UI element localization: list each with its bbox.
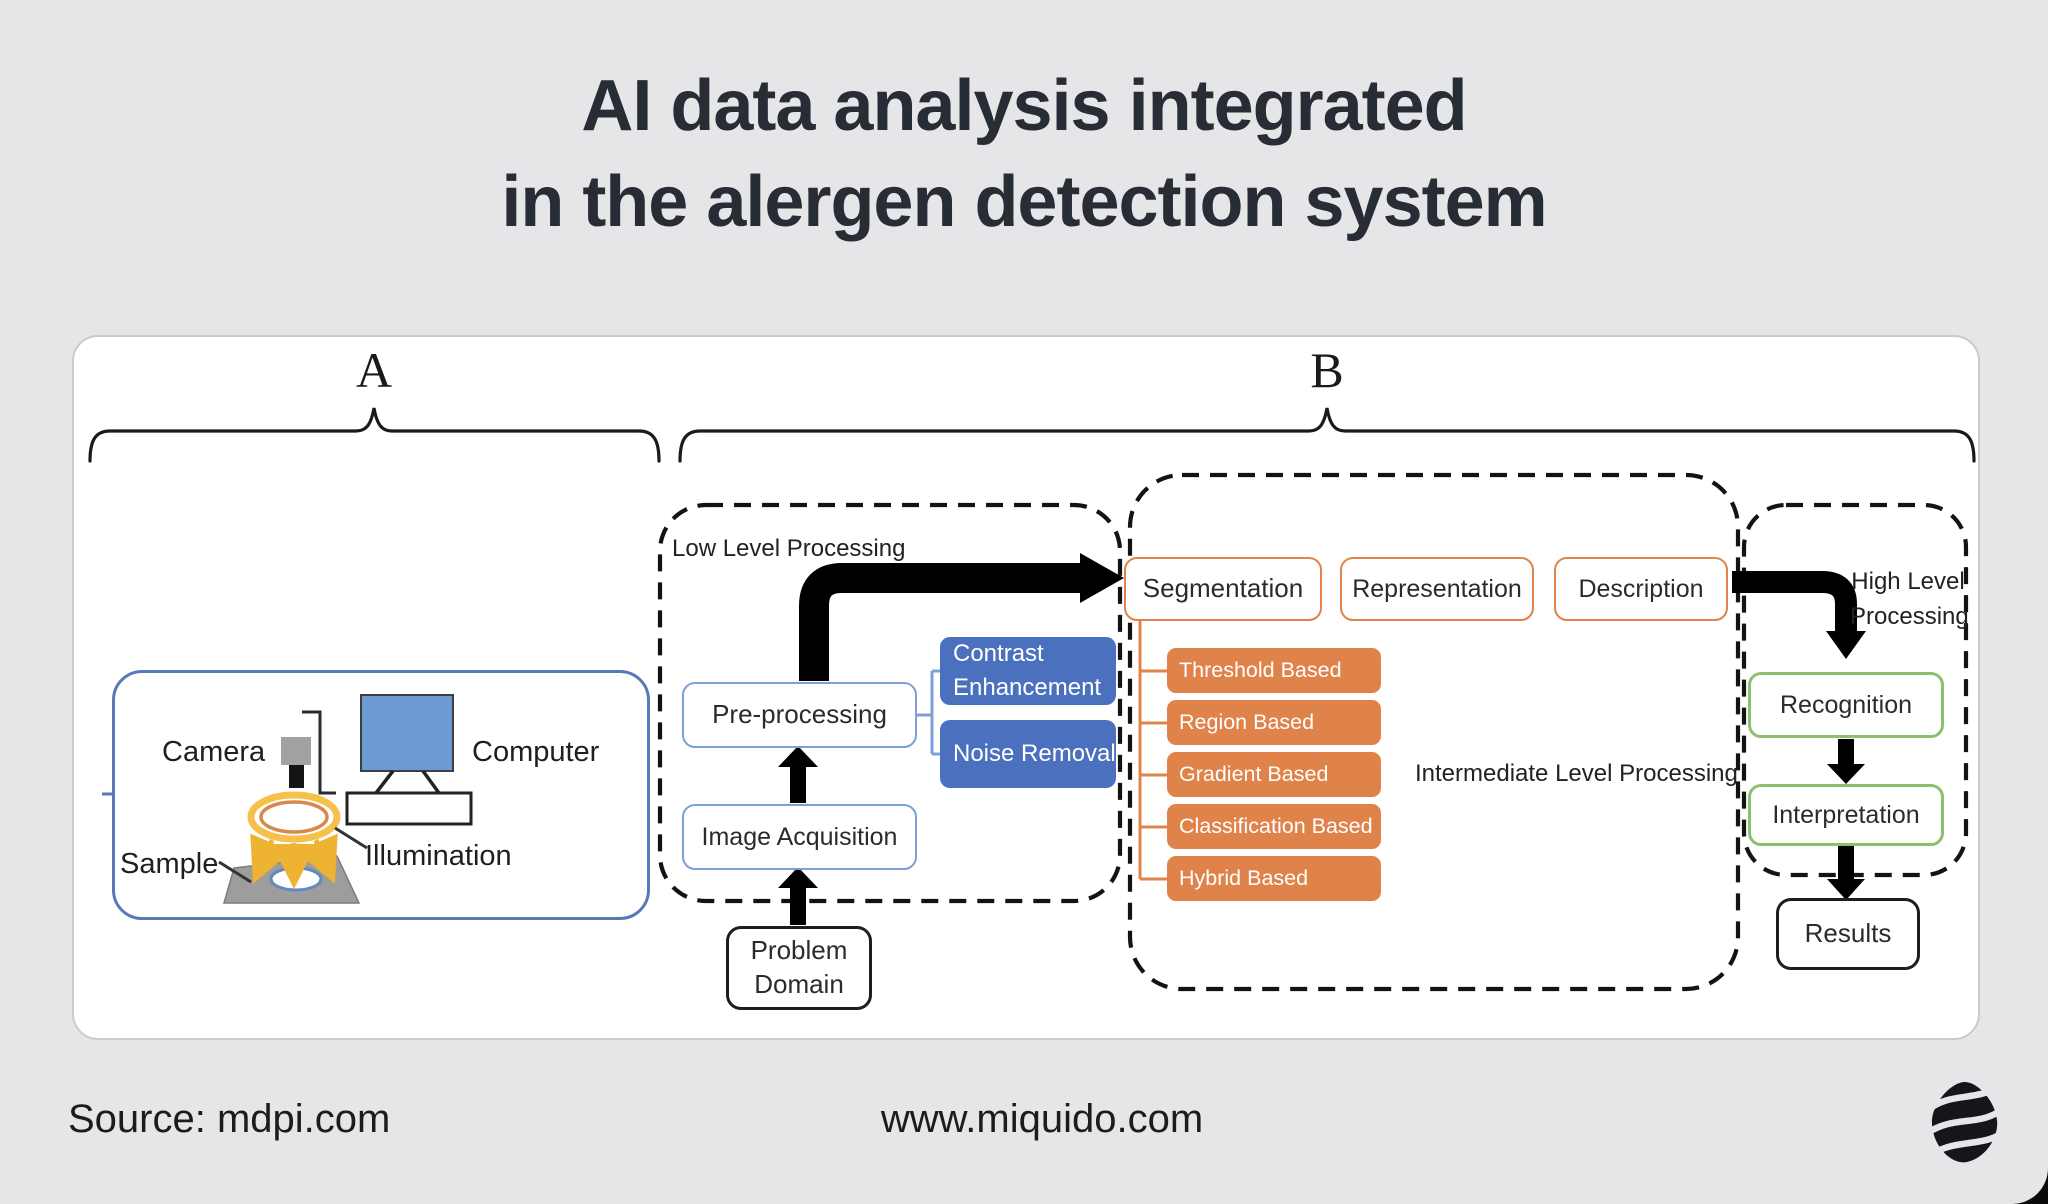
computer-label: Computer (472, 736, 600, 768)
website-url: www.miquido.com (880, 1097, 1204, 1141)
diagram-card: A B Camera Computer Illumination Sample … (72, 335, 1980, 1040)
arrow-recognition-to-interpretation (1827, 739, 1865, 784)
page-title-line-2: in the alergen detection system (501, 162, 1547, 242)
page-title: AI data analysis integrated in the alerg… (0, 58, 2048, 250)
source-attribution: Source: mdpi.com (68, 1097, 391, 1141)
section-b-label: B (1310, 342, 1344, 398)
noise-removal-box: Noise Removal (940, 720, 1116, 788)
arrow-description-to-recognition (1732, 571, 1866, 659)
camera-label: Camera (162, 736, 266, 768)
segmentation-box: Segmentation (1124, 557, 1322, 621)
sample-label: Sample (120, 848, 219, 880)
image-acquisition-box: Image Acquisition (682, 804, 917, 870)
recognition-box: Recognition (1748, 672, 1944, 738)
segmentation-methods-tree (1138, 621, 1168, 881)
illumination-ring (259, 800, 329, 834)
light-ray-right (296, 833, 338, 884)
high-level-zone-outline (1741, 502, 1969, 878)
pre-processing-bracket (917, 669, 941, 756)
intermediate-zone-label: Intermediate Level Processing (1415, 760, 1738, 787)
camera-lens-icon (289, 765, 304, 788)
arrow-problem-to-acquisition (778, 867, 818, 925)
monitor-icon (360, 694, 454, 772)
illumination-leader-line (334, 826, 368, 850)
representation-box: Representation (1340, 557, 1534, 621)
method-gradient-based: Gradient Based (1167, 752, 1381, 797)
illumination-label: Illumination (365, 840, 512, 872)
description-box: Description (1554, 557, 1728, 621)
brace-a (88, 407, 661, 463)
method-threshold-based: Threshold Based (1167, 648, 1381, 693)
intermediate-zone-outline (1127, 472, 1741, 992)
camera-mount-arm (302, 710, 336, 795)
problem-domain-box: Problem Domain (726, 926, 872, 1010)
pre-processing-box: Pre-processing (682, 682, 917, 748)
camera-body-icon (281, 737, 311, 765)
arrow-interpretation-to-results (1827, 846, 1865, 900)
method-hybrid-based: Hybrid Based (1167, 856, 1381, 901)
light-ray-left (250, 833, 292, 884)
method-classification-based: Classification Based (1167, 804, 1381, 849)
page-title-line-1: AI data analysis integrated (581, 66, 1467, 146)
acquisition-setup-panel (112, 670, 650, 920)
sample-leader-line (218, 860, 252, 884)
diagram-connector-layer (88, 407, 1976, 992)
method-region-based: Region Based (1167, 700, 1381, 745)
arrow-preprocessing-to-segmentation (799, 553, 1124, 681)
miquido-logo-icon (1926, 1082, 2004, 1163)
interpretation-box: Interpretation (1748, 784, 1944, 846)
computer-base-icon (345, 791, 473, 826)
acquisition-setup-illustration (102, 694, 473, 904)
high-level-zone-label: High Level Processing (1850, 568, 1969, 630)
low-level-zone-label: Low Level Processing (672, 535, 906, 562)
section-a-label: A (355, 342, 393, 398)
low-level-zone-outline (657, 502, 1123, 904)
contrast-enhancement-box: Contrast Enhancement (940, 637, 1116, 705)
results-box: Results (1776, 898, 1920, 970)
monitor-stand (374, 769, 441, 795)
brace-b (678, 407, 1976, 463)
arrow-acquisition-to-preprocessing (778, 746, 818, 803)
